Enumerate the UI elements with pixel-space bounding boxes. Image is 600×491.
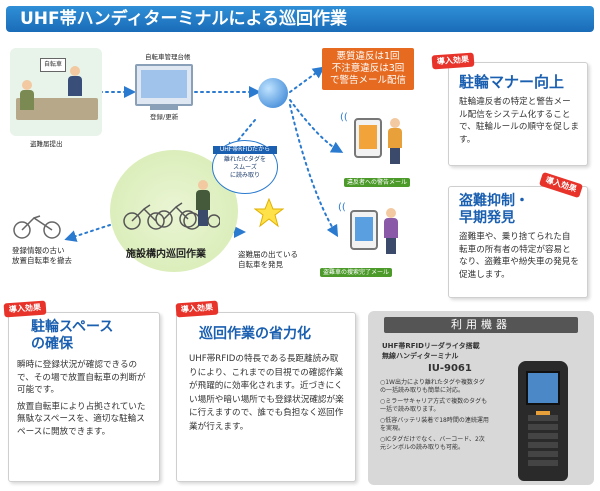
warning-mail-rule: 悪質違反は1回 不注意違反は3回 で警告メール配信 xyxy=(322,48,414,90)
effect-title-space: 駐輪スペース の確保 xyxy=(31,319,114,352)
theft-report-label: 盗難届提出 xyxy=(30,140,63,148)
effect-box-theft: 盗難抑制・ 早期発見 盗難車や、乗り捨てられた自転車の所有者の特定が容易となり、… xyxy=(448,186,588,298)
effect-body-theft: 盗難車や、乗り捨てられた自転車の所有者の特定が容易となり、盗難車や紛失車の発見を… xyxy=(459,232,579,280)
effect-badge-3: 導入効果 xyxy=(3,300,47,318)
device-feature-4: ○ICタグだけでなく、バーコード、2次元シンボルの読み取りも可能。 xyxy=(380,436,485,451)
effect-box-space: 駐輪スペース の確保 瞬時に登録状況が確認できるので、その場で放置自転車の判断が… xyxy=(8,312,160,482)
counter-desk xyxy=(16,98,98,120)
handheld-terminal-icon xyxy=(518,361,568,481)
ledger-pc-icon xyxy=(135,64,193,106)
device-header: 利用機器 xyxy=(384,317,578,333)
page-title: UHF帯ハンディターミナルによる巡回作業 xyxy=(6,6,594,32)
owner-phone-icon xyxy=(350,210,378,250)
effect-title-labor: 巡回作業の省力化 xyxy=(199,326,311,342)
effect-title-manners: 駐輪マナー向上 xyxy=(459,73,565,91)
rfid-bubble-text: 離れたICタグを スムーズ に読み取り xyxy=(224,156,266,179)
effect-badge-1: 導入効果 xyxy=(431,52,475,70)
effect-title-theft: 盗難抑制・ 早期発見 xyxy=(459,193,529,226)
device-features: ○1W出力により離れたタグや複数タグの一括読み取りも簡単に対応。 ○ミラーサキャ… xyxy=(380,379,490,452)
bicycles-illustration xyxy=(120,195,221,231)
pc-stand xyxy=(150,106,178,110)
effect-body-space-2: 放置自転車により占拠されていた無駄なスペースを、適切な駐輪スペースに開放できます… xyxy=(17,401,146,437)
effect-body-manners: 駐輪違反者の特定と警告メール配信をシステム化することで、駐輪ルールの順守を促しま… xyxy=(459,97,579,145)
patrol-label: 施設構内巡回作業 xyxy=(126,249,206,260)
device-panel: 利用機器 UHF帯RFIDリーダライタ搭載 無線ハンディターミナル IU-906… xyxy=(368,311,594,485)
effect-box-labor: 巡回作業の省力化 UHF帯RFIDの特長である長距離読み取りにより、これまでの目… xyxy=(176,312,356,482)
staff-person-icon xyxy=(68,66,82,96)
warning-rule-text: 悪質違反は1回 不注意違反は3回 で警告メール配信 xyxy=(329,51,406,86)
office-scene: 自転車 xyxy=(10,48,102,136)
signal-icon-2: (( xyxy=(338,202,346,213)
theft-found-label: 盗難届の出ている 自転車を発見 xyxy=(238,250,298,269)
network-globe-icon xyxy=(258,78,288,108)
register-label: 登録/更新 xyxy=(150,113,179,121)
sign-board: 自転車 xyxy=(40,58,66,72)
device-name-2: 無線ハンディターミナル xyxy=(382,352,459,360)
visitor-person-icon xyxy=(20,80,34,110)
device-feature-2: ○ミラーサキャリア方式で複数のタグも一括で読み取ります。 xyxy=(380,398,488,413)
device-feature-3: ○低容バッテリ装着で18時間の連続運用を実現。 xyxy=(380,417,489,432)
violator-mail-caption: 違反者への警告メール xyxy=(344,178,411,187)
effect-body-space-1: 瞬時に登録状況が確認できるので、その場で放置自転車の判断が可能です。 xyxy=(17,360,146,395)
rfid-bubble-title: UHF帯RFIDだから xyxy=(213,146,277,154)
violator-person-icon xyxy=(388,118,402,164)
effect-badge-4: 導入効果 xyxy=(175,300,219,318)
old-info-label: 登録情報の古い 放置自転車を撤去 xyxy=(12,246,72,265)
device-model: IU-9061 xyxy=(428,363,472,374)
effect-body-labor: UHF帯RFIDの特長である長距離読み取りにより、これまでの目視での確認作業が飛… xyxy=(189,354,344,432)
rfid-bubble: UHF帯RFIDだから 離れたICタグを スムーズ に読み取り xyxy=(212,140,278,194)
patrol-staff-icon xyxy=(196,180,210,226)
device-name-1: UHF帯RFIDリーダライタ搭載 xyxy=(382,342,480,350)
old-bicycle-icon xyxy=(12,212,62,244)
ledger-label: 自転車管理台帳 xyxy=(145,53,191,61)
owner-person-icon xyxy=(384,208,398,254)
owner-mail-caption: 盗難車の捜索完了メール xyxy=(320,268,393,277)
device-feature-1: ○1W出力により離れたタグや複数タグの一括読み取りも簡単に対応。 xyxy=(380,379,485,394)
violator-phone-icon xyxy=(354,118,382,158)
found-star-icon xyxy=(253,197,285,228)
signal-icon-1: (( xyxy=(340,112,348,123)
effect-box-manners: 駐輪マナー向上 駐輪違反者の特定と警告メール配信をシステム化することで、駐輪ルー… xyxy=(448,62,588,166)
